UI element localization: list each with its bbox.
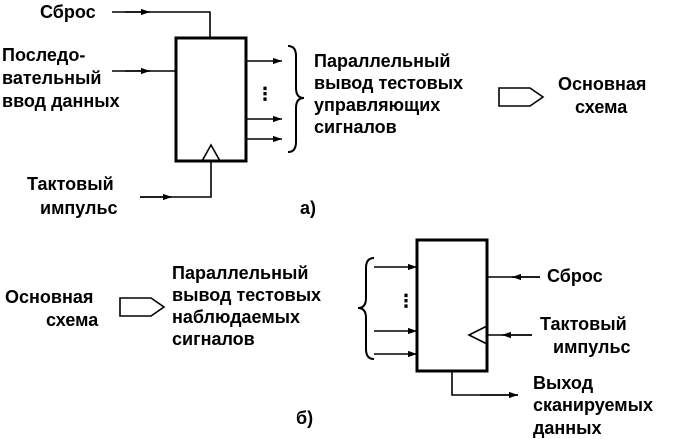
inputs-label-b-line3: наблюдаемых	[172, 307, 300, 327]
main-circuit-label-a-line2: схема	[575, 97, 628, 117]
clock-label-b-line2: импульс	[553, 337, 631, 357]
scan-out-wire-b	[451, 371, 518, 396]
outputs-label-a-line4: сигналов	[314, 117, 397, 137]
outputs-label-a-line1: Параллельный	[314, 51, 450, 71]
outputs-label-a-line2: вывод тестовых	[314, 73, 463, 93]
caption-a: а)	[300, 198, 316, 218]
clock-label-b-line1: Тактовый	[540, 314, 627, 334]
reset-wire-a	[112, 11, 211, 38]
diagram-a: Сброс Последо- вательный ввод данных Так…	[2, 2, 646, 218]
clock-triangle-b	[467, 325, 488, 345]
register-box-b	[415, 238, 489, 373]
serial-input-label-a-line1: Последо-	[2, 45, 85, 65]
outputs-label-a-line3: управляющих	[314, 95, 440, 115]
main-circuit-label-b-line1: Основная	[5, 287, 93, 307]
serial-input-label-a-line2: вательный	[2, 68, 101, 88]
clock-wire-a	[140, 161, 212, 198]
clock-label-a-line1: Тактовый	[27, 174, 114, 194]
register-box-a	[174, 36, 248, 163]
output-brace-a	[287, 45, 305, 153]
input-brace-b	[357, 257, 375, 360]
serial-input-label-a-line3: ввод данных	[2, 91, 120, 111]
scan-out-label-b-line2: сканируемых	[533, 395, 653, 415]
output-dots-a: ⋮	[256, 84, 274, 104]
connector-shape-a	[498, 87, 545, 107]
inputs-label-b-line4: сигналов	[172, 329, 255, 349]
reset-label-b: Сброс	[547, 266, 603, 286]
input-dots-b: ⋮	[397, 291, 415, 311]
main-circuit-label-b-line2: схема	[46, 310, 99, 330]
inputs-label-b-line2: вывод тестовых	[172, 285, 321, 305]
scan-out-label-b-line1: Выход	[533, 373, 594, 393]
main-circuit-label-a-line1: Основная	[558, 74, 646, 94]
clock-label-a-line2: импульс	[40, 198, 118, 218]
clock-triangle-a	[201, 143, 221, 162]
scan-out-label-b-line3: данных	[533, 418, 602, 438]
reset-label-a: Сброс	[40, 2, 96, 22]
caption-b: б)	[296, 408, 313, 428]
diagram-b: Основная схема Параллельный вывод тестов…	[5, 238, 653, 438]
connector-shape-b	[119, 297, 166, 317]
inputs-label-b-line1: Параллельный	[172, 263, 308, 283]
